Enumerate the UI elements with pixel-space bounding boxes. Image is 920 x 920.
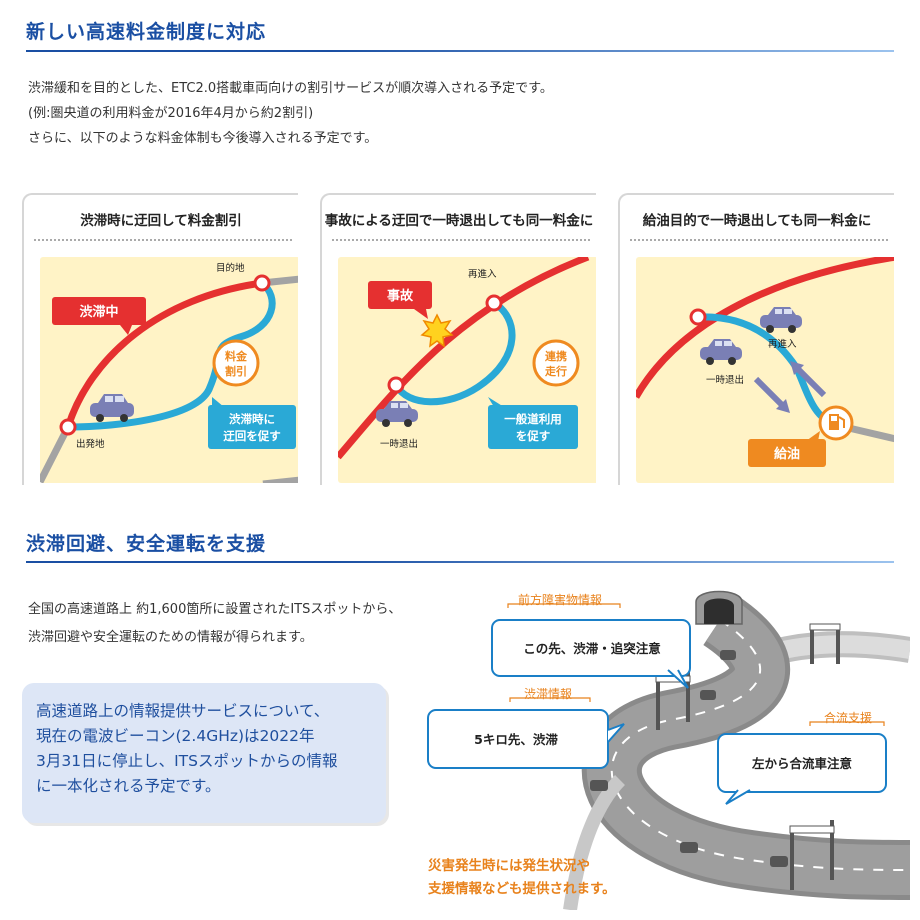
notice-line-2: 現在の電波ビーコン(2.4GHz)は2022年 <box>36 727 315 745</box>
arrow-icon <box>753 376 790 413</box>
highway-illustration: 前方障害物情報 この先、渋滞・追突注意 渋滞情報 5キロ先、渋滞 合流支援 左か… <box>427 590 910 910</box>
disaster-line-1: 災害発生時には発生状況や <box>428 858 590 874</box>
discount-badge: 料金 割引 <box>212 339 260 387</box>
svg-text:給油: 給油 <box>774 446 800 462</box>
exit-label: 一時退出 <box>706 374 744 386</box>
svg-text:この先、渋滞・追突注意: この先、渋滞・追突注意 <box>523 641 661 656</box>
its-gantry-icon <box>809 623 841 664</box>
promote-detour-callout: 渋滞時に 迂回を促す <box>208 397 296 449</box>
card-title: 給油目的で一時退出しても同一料金に <box>642 213 872 229</box>
origin-label: 出発地 <box>76 438 105 450</box>
card-title: 渋滞時に迂回して料金割引 <box>80 213 242 229</box>
merge-callout: 左から合流車注意 <box>717 733 887 805</box>
car-icon <box>760 307 802 333</box>
car-icon <box>720 650 736 660</box>
car-icon <box>376 401 418 427</box>
fuel-pump-icon <box>818 405 854 441</box>
section1-text: 渋滞緩和を目的とした、ETC2.0搭載車両向けの割引サービスが順次導入される予定… <box>28 76 888 151</box>
svg-text:迂回を促す: 迂回を促す <box>223 429 281 443</box>
section1-divider <box>26 50 894 52</box>
congestion-heading: 渋滞情報 <box>524 687 572 701</box>
notice-box: 高速道路上の情報提供サービスについて、 現在の電波ビーコン(2.4GHz)は20… <box>22 683 386 823</box>
card-divider <box>332 239 590 241</box>
section2-title: 渋滞回避、安全運転を支援 <box>26 533 267 555</box>
obstacle-heading: 前方障害物情報 <box>518 592 602 607</box>
svg-text:連携: 連携 <box>545 349 567 363</box>
svg-text:渋滞中: 渋滞中 <box>79 304 118 320</box>
car-icon <box>700 339 742 365</box>
fuel-diagram: 一時退出 再進入 給油 <box>636 257 894 483</box>
svg-text:を促す: を促す <box>516 429 551 443</box>
reenter-node <box>485 294 503 312</box>
svg-text:走行: 走行 <box>544 364 567 378</box>
svg-text:事故: 事故 <box>387 288 414 304</box>
detour-diagram: 渋滞中 料金 割引 渋滞時に 迂回を促す 目的地 出発地 <box>40 257 298 483</box>
destination-node <box>253 274 271 292</box>
svg-text:割引: 割引 <box>225 364 247 378</box>
notice-line-1: 高速道路上の情報提供サービスについて、 <box>36 702 330 720</box>
svg-text:左から合流車注意: 左から合流車注意 <box>751 756 852 771</box>
notice-line-4: に一本化される予定です。 <box>36 777 221 795</box>
svg-text:一般道利用: 一般道利用 <box>504 412 562 426</box>
accident-burst-icon <box>420 313 454 348</box>
exit-node <box>387 376 405 394</box>
card-accident-detour: 事故による迂回で一時退出しても同一料金に 事故 一時退出 再進入 連携 走行 <box>320 193 596 485</box>
svg-text:5キロ先、渋滞: 5キロ先、渋滞 <box>474 732 558 747</box>
car-icon <box>680 842 698 853</box>
card-divider <box>34 239 292 241</box>
car-icon <box>770 856 788 867</box>
section1-line-1: 渋滞緩和を目的とした、ETC2.0搭載車両向けの割引サービスが順次導入される予定… <box>28 81 553 96</box>
destination-label: 目的地 <box>216 262 245 274</box>
its-gantry-icon <box>789 820 835 890</box>
congestion-callout: 5キロ先、渋滞 <box>427 709 625 769</box>
obstacle-callout: この先、渋滞・追突注意 <box>491 619 691 689</box>
reenter-label: 再進入 <box>768 338 797 350</box>
accident-callout: 事故 <box>368 281 432 319</box>
car-icon <box>700 690 716 700</box>
arrow-icon <box>790 361 827 398</box>
accident-diagram: 事故 一時退出 再進入 連携 走行 一般道利用 を促す <box>338 257 596 483</box>
section1-line-3: さらに、以下のような料金体制も今後導入される予定です。 <box>28 131 378 146</box>
merge-heading: 合流支援 <box>824 710 872 725</box>
card-detour-discount: 渋滞時に迂回して料金割引 渋滞中 料金 割引 <box>22 193 298 485</box>
origin-node <box>59 418 77 436</box>
notice-line-3: 3月31日に停止し、ITSスポットからの情報 <box>36 752 338 770</box>
car-icon <box>590 780 608 791</box>
section1-line-2: (例:圏央道の利用料金が2016年4月から約2割引) <box>28 106 314 121</box>
card-fuel-stop: 給油目的で一時退出しても同一料金に 一時退出 再進入 <box>618 193 894 485</box>
car-icon <box>90 394 134 422</box>
section2-text: 全国の高速道路上 約1,600箇所に設置されたITSスポットから、 渋滞回避や安… <box>28 596 468 652</box>
card-title: 事故による迂回で一時退出しても同一料金に <box>324 213 594 229</box>
svg-text:渋滞時に: 渋滞時に <box>229 412 275 426</box>
section2-line-1: 全国の高速道路上 約1,600箇所に設置されたITSスポットから、 <box>28 602 402 617</box>
card-divider <box>630 239 888 241</box>
disaster-note: 災害発生時には発生状況や 支援情報なども提供されます。 <box>428 855 728 901</box>
notice-text: 高速道路上の情報提供サービスについて、 現在の電波ビーコン(2.4GHz)は20… <box>36 699 378 799</box>
reenter-label: 再進入 <box>468 268 497 280</box>
disaster-line-2: 支援情報なども提供されます。 <box>428 881 616 897</box>
section1-title: 新しい高速料金制度に対応 <box>26 21 267 43</box>
tunnel-icon <box>695 590 743 625</box>
svg-text:料金: 料金 <box>225 349 248 363</box>
jam-callout: 渋滞中 <box>52 297 146 335</box>
fuel-callout: 給油 <box>748 431 826 467</box>
exit-node <box>689 308 707 326</box>
section2-divider <box>26 561 894 563</box>
coop-badge: 連携 走行 <box>532 339 580 387</box>
use-local-road-callout: 一般道利用 を促す <box>488 397 578 449</box>
exit-label: 一時退出 <box>380 438 418 450</box>
section2-line-2: 渋滞回避や安全運転のための情報が得られます。 <box>28 630 313 645</box>
